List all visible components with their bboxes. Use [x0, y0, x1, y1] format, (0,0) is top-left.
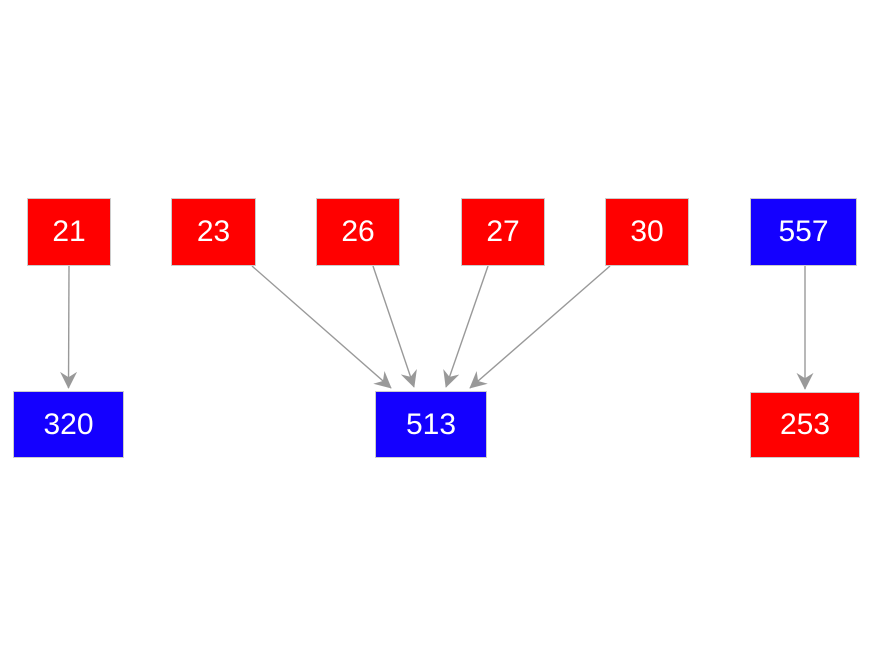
node-27-label: 27	[486, 215, 520, 248]
edge-21-to-320	[60, 265, 78, 389]
node-30: 30	[605, 198, 689, 266]
node-21-label: 21	[52, 215, 86, 248]
edge-27-to-513	[443, 265, 489, 388]
node-557-label: 557	[778, 215, 829, 248]
node-253-label: 253	[779, 408, 831, 441]
edge-30-to-513	[469, 265, 611, 389]
node-27: 27	[461, 198, 545, 266]
node-23: 23	[171, 198, 256, 266]
edge-26-to-513	[372, 265, 417, 388]
node-30-label: 30	[630, 215, 664, 248]
node-26-label: 26	[341, 215, 375, 248]
node-253: 253	[750, 392, 860, 458]
node-513-label: 513	[405, 407, 457, 441]
node-23-label: 23	[196, 215, 231, 248]
edge-23-to-513	[251, 265, 392, 389]
node-320: 320	[13, 391, 124, 458]
node-21: 21	[27, 198, 111, 266]
node-26: 26	[316, 198, 400, 266]
node-320-label: 320	[43, 407, 94, 441]
node-557: 557	[750, 198, 857, 266]
node-513: 513	[375, 391, 487, 458]
